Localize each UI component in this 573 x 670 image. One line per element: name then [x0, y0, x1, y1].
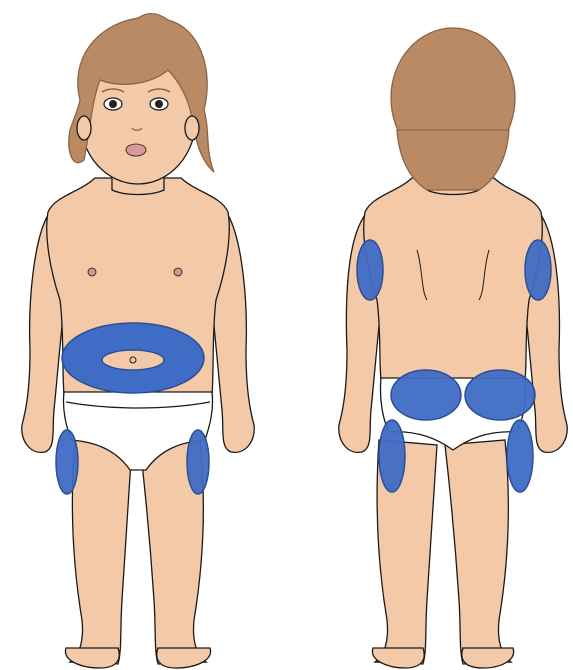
front-right-foot: [157, 648, 211, 668]
front-right-ear: [185, 116, 199, 140]
front-left-pupil: [109, 100, 117, 108]
front-mouth: [126, 144, 146, 156]
front-left-ear: [77, 116, 91, 140]
back-right-foot: [462, 648, 514, 668]
back-right-upper-arm-site-marker: [525, 240, 551, 300]
front-view-illustration: [0, 0, 286, 670]
front-left-nipple: [88, 268, 96, 276]
back-view-illustration: [287, 0, 573, 670]
back-right-buttock-site-marker: [465, 370, 535, 420]
back-right-thigh-site-marker: [507, 420, 533, 492]
back-torso: [364, 178, 543, 380]
front-left-leg: [70, 440, 132, 664]
back-left-upper-arm-site-marker: [357, 240, 383, 300]
front-left-foot: [65, 648, 119, 668]
back-view-panel: [287, 0, 573, 670]
back-left-thigh-site-marker: [379, 420, 405, 492]
front-right-pupil: [155, 100, 163, 108]
back-right-leg: [445, 440, 511, 664]
front-right-nipple: [174, 268, 182, 276]
back-left-foot: [372, 648, 424, 668]
front-view-panel: [0, 0, 286, 670]
front-navel: [130, 357, 136, 363]
front-left-thigh-site-marker: [56, 430, 78, 494]
back-left-buttock-site-marker: [391, 370, 461, 420]
front-right-thigh-site-marker: [187, 430, 209, 494]
